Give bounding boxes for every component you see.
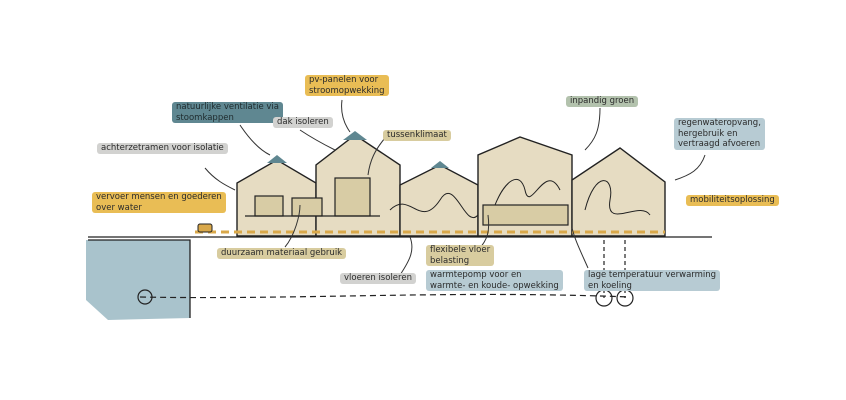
label-roof-insulation: dak isoleren bbox=[273, 117, 333, 128]
label-rainwater: regenwateropvang, hergebruik en vertraag… bbox=[674, 118, 765, 150]
label-natural-ventilation: natuurlijke ventilatie via stoomkappen bbox=[172, 102, 283, 123]
label-indoor-green: inpandig groen bbox=[566, 96, 639, 107]
label-flexible-floor: flexibele vloer belasting bbox=[426, 245, 495, 266]
label-intermediate-climate: tussenklimaat bbox=[383, 130, 451, 141]
label-sustainable-material: duurzaam materiaal gebruik bbox=[217, 248, 347, 259]
label-pv-panels: pv-panelen voor stroomopwekking bbox=[305, 75, 389, 96]
roof-vents bbox=[267, 131, 449, 168]
label-floor-insulation: vloeren isoleren bbox=[340, 273, 416, 284]
label-secondary-glazing: achterzetramen voor isolatie bbox=[97, 143, 228, 154]
vehicle-icon bbox=[197, 223, 213, 233]
label-heat-pump: warmtepomp voor en warmte- en koude- opw… bbox=[426, 270, 563, 291]
pipe-line bbox=[139, 293, 631, 299]
label-water-transport: vervoer mensen en goederen over water bbox=[92, 192, 226, 213]
buildings bbox=[236, 134, 666, 237]
label-low-temperature: lage temperatuur verwarming en koeling bbox=[584, 270, 721, 291]
label-mobility: mobiliteitsoplossing bbox=[686, 195, 779, 206]
green-lines bbox=[389, 178, 651, 218]
water-body bbox=[86, 239, 191, 320]
